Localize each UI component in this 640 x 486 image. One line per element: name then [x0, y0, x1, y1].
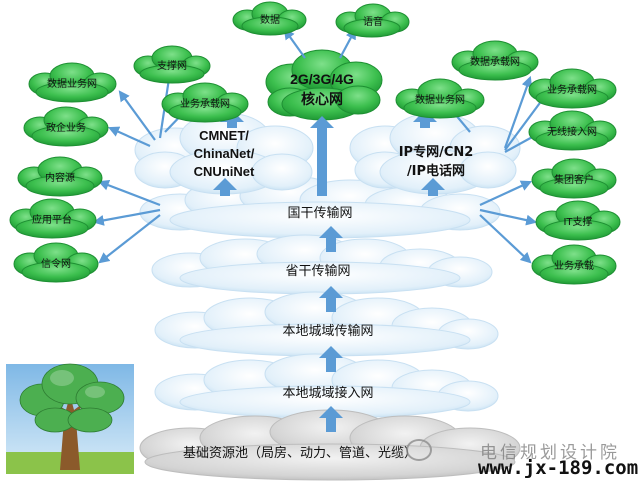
leaf-left-gov: [23, 106, 109, 147]
leaf-app-platform-label: 应用平台: [32, 213, 72, 226]
leaf-right-wireless: [528, 110, 617, 151]
left-cloud-line2: ChinaNet/: [194, 146, 255, 161]
cloud-local-transport: [154, 291, 499, 357]
leaf-right-service-bearer-label: 业务承载网: [547, 83, 597, 96]
cloud-left-ip-network: [134, 112, 314, 195]
up-arrows: [213, 110, 445, 432]
leaf-signaling: [13, 242, 99, 283]
leaf-content-source: [17, 156, 103, 197]
leaf-left-data-service-label: 数据业务网: [47, 77, 97, 90]
leaf-service-bearer: [531, 244, 617, 285]
leaf-core-data-label: 数据: [260, 13, 280, 26]
wechat-icon: [406, 439, 432, 461]
leaf-left-support: [133, 45, 211, 84]
leaf-content-source-label: 内容源: [45, 171, 75, 184]
leaf-core-data: [232, 1, 307, 36]
leaf-right-data-service-label: 数据业务网: [415, 93, 465, 106]
cloud-core-network: [265, 49, 383, 121]
core-line1: 2G/3G/4G: [290, 71, 354, 87]
leaf-it-support-label: IT支撑: [563, 215, 592, 228]
layer-local-access-label: 本地城域接入网: [282, 385, 373, 401]
layer-local-transport-label: 本地城域传输网: [282, 323, 373, 339]
leaf-right-wireless-label: 无线接入网: [547, 125, 597, 138]
layer-resource-pool-label: 基础资源池（局房、动力、管道、光缆）: [183, 445, 417, 461]
tree-illustration: [6, 363, 134, 474]
leaf-left-gov-label: 政企业务: [46, 121, 86, 134]
leaf-left-bearer: [161, 82, 249, 123]
leaf-left-data-service: [28, 62, 117, 103]
leaf-left-support-label: 支撑网: [157, 59, 187, 72]
left-cloud-line1: CMNET/: [199, 128, 249, 143]
cloud-resource-pool: [139, 409, 521, 481]
layer-provincial-label: 省干传输网: [285, 263, 350, 279]
core-line2: 核心网: [301, 91, 343, 108]
layer-national-label: 国干传输网: [287, 205, 352, 221]
leaf-group-customer-label: 集团客户: [554, 173, 594, 186]
leaf-right-service-bearer: [528, 68, 617, 109]
watermark-line2: www.jx-189.com: [478, 457, 639, 479]
leaf-right-data-bearer-label: 数据承载网: [470, 55, 520, 68]
leaf-core-voice-label: 语音: [363, 15, 383, 28]
right-cloud-line2: /IP电话网: [407, 163, 465, 179]
leaf-signaling-label: 信令网: [41, 257, 71, 270]
leaf-right-data-service: [395, 78, 485, 119]
right-cloud-line1: IP专网/CN2: [399, 144, 474, 160]
watermark: 电信规划设计院 www.jx-189.com: [406, 438, 639, 479]
leaf-left-bearer-label: 业务承载网: [180, 97, 230, 110]
cloud-local-access: [154, 353, 499, 419]
left-cloud-line3: CNUniNet: [194, 164, 255, 179]
leaf-it-support: [535, 200, 621, 241]
leaf-core-voice: [335, 3, 410, 38]
leaf-service-bearer-label: 业务承载: [554, 259, 594, 272]
cloud-provincial-transport: [151, 234, 493, 295]
leaf-app-platform: [9, 198, 97, 239]
connector-arrows: [92, 28, 550, 264]
cloud-right-ip-network: [349, 112, 521, 195]
watermark-line1: 电信规划设计院: [480, 443, 620, 463]
leaf-group-customer: [531, 158, 617, 199]
leaf-right-data-bearer: [451, 40, 539, 81]
